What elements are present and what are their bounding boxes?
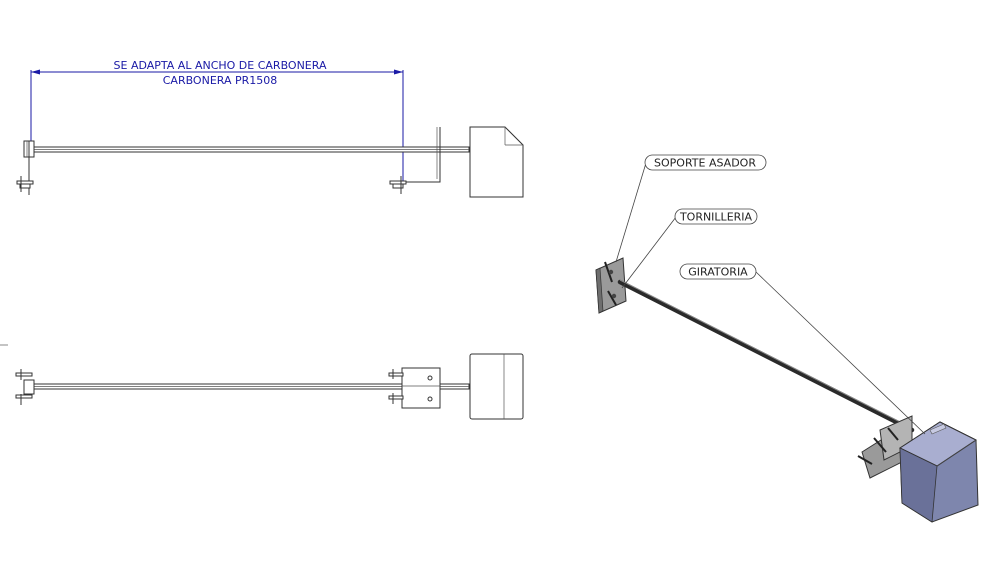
dimension-sublabel: CARBONERA PR1508 [163, 74, 278, 87]
callout-giratoria: GIRATORIA [679, 263, 926, 435]
width-dimension: SE ADAPTA AL ANCHO DE CARBONERA CARBONER… [30, 59, 404, 182]
callout-soporte: SOPORTE ASADOR [615, 154, 767, 263]
callout-label-soporte: SOPORTE ASADOR [654, 157, 756, 170]
isometric-view [595, 257, 979, 523]
callout-label-giratoria: GIRATORIA [688, 266, 748, 279]
dimension-label: SE ADAPTA AL ANCHO DE CARBONERA [114, 59, 327, 72]
top-view [0, 344, 524, 420]
front-view [16, 126, 524, 198]
callout-tornilleria: TORNILLERIA [621, 208, 758, 289]
callout-label-tornilleria: TORNILLERIA [679, 211, 753, 224]
